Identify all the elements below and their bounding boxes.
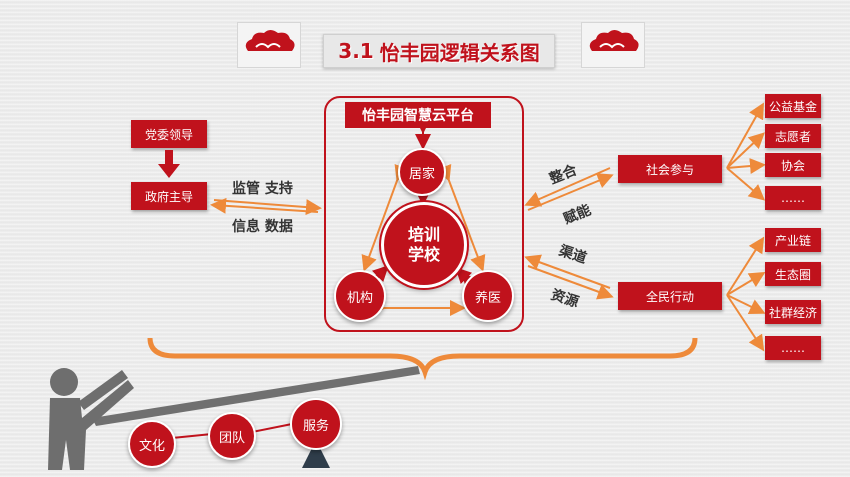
title-text: 怡丰园逻辑关系图 xyxy=(379,40,540,65)
cloud-ornament-left xyxy=(237,22,301,68)
center-line-2: 学校 xyxy=(407,245,440,264)
social-item: 协会 xyxy=(765,153,821,177)
curly-brace xyxy=(147,337,698,381)
lever-bar xyxy=(92,366,420,426)
cloud-icon xyxy=(245,30,295,51)
public-item: …… xyxy=(765,336,821,360)
arrow-resource xyxy=(527,265,614,300)
team-circle: 团队 xyxy=(208,412,256,460)
page-title: 3.1 怡丰园逻辑关系图 xyxy=(323,34,555,68)
arrow-left-supervise xyxy=(213,199,322,216)
party-leadership-box: 党委领导 xyxy=(131,120,207,148)
arrow-channel xyxy=(524,254,611,289)
center-line-1: 培训 xyxy=(407,225,440,244)
service-circle: 服务 xyxy=(290,398,342,450)
arrow-empower xyxy=(527,173,614,211)
platform-frame xyxy=(324,96,524,332)
fulcrum xyxy=(302,440,330,468)
culture-circle: 文化 xyxy=(128,420,176,468)
title-number: 3.1 xyxy=(338,39,374,63)
node-training-school: 培训 学校 xyxy=(381,202,467,288)
public-item: 生态圈 xyxy=(765,262,821,286)
social-item: 公益基金 xyxy=(765,94,821,118)
down-arrow-icon xyxy=(158,150,180,178)
cloud-ornament-right xyxy=(581,22,645,68)
person-figure xyxy=(48,368,134,470)
platform-title: 怡丰园智慧云平台 xyxy=(345,102,491,128)
public-action-box: 全民行动 xyxy=(618,282,722,310)
social-participation-box: 社会参与 xyxy=(618,155,722,183)
arrow-left-data xyxy=(210,197,319,214)
social-item: …… xyxy=(765,186,821,210)
public-item: 产业链 xyxy=(765,228,821,252)
node-medical-care: 养医 xyxy=(462,270,514,322)
government-lead-box: 政府主导 xyxy=(131,182,207,210)
node-home: 居家 xyxy=(398,148,446,196)
info-data-label: 信息 数据 xyxy=(232,219,293,235)
supervise-support-label: 监管 支持 xyxy=(232,181,293,197)
public-item: 社群经济 xyxy=(765,300,821,324)
cloud-icon xyxy=(589,30,639,51)
node-institution: 机构 xyxy=(334,270,386,322)
social-item: 志愿者 xyxy=(765,124,821,148)
